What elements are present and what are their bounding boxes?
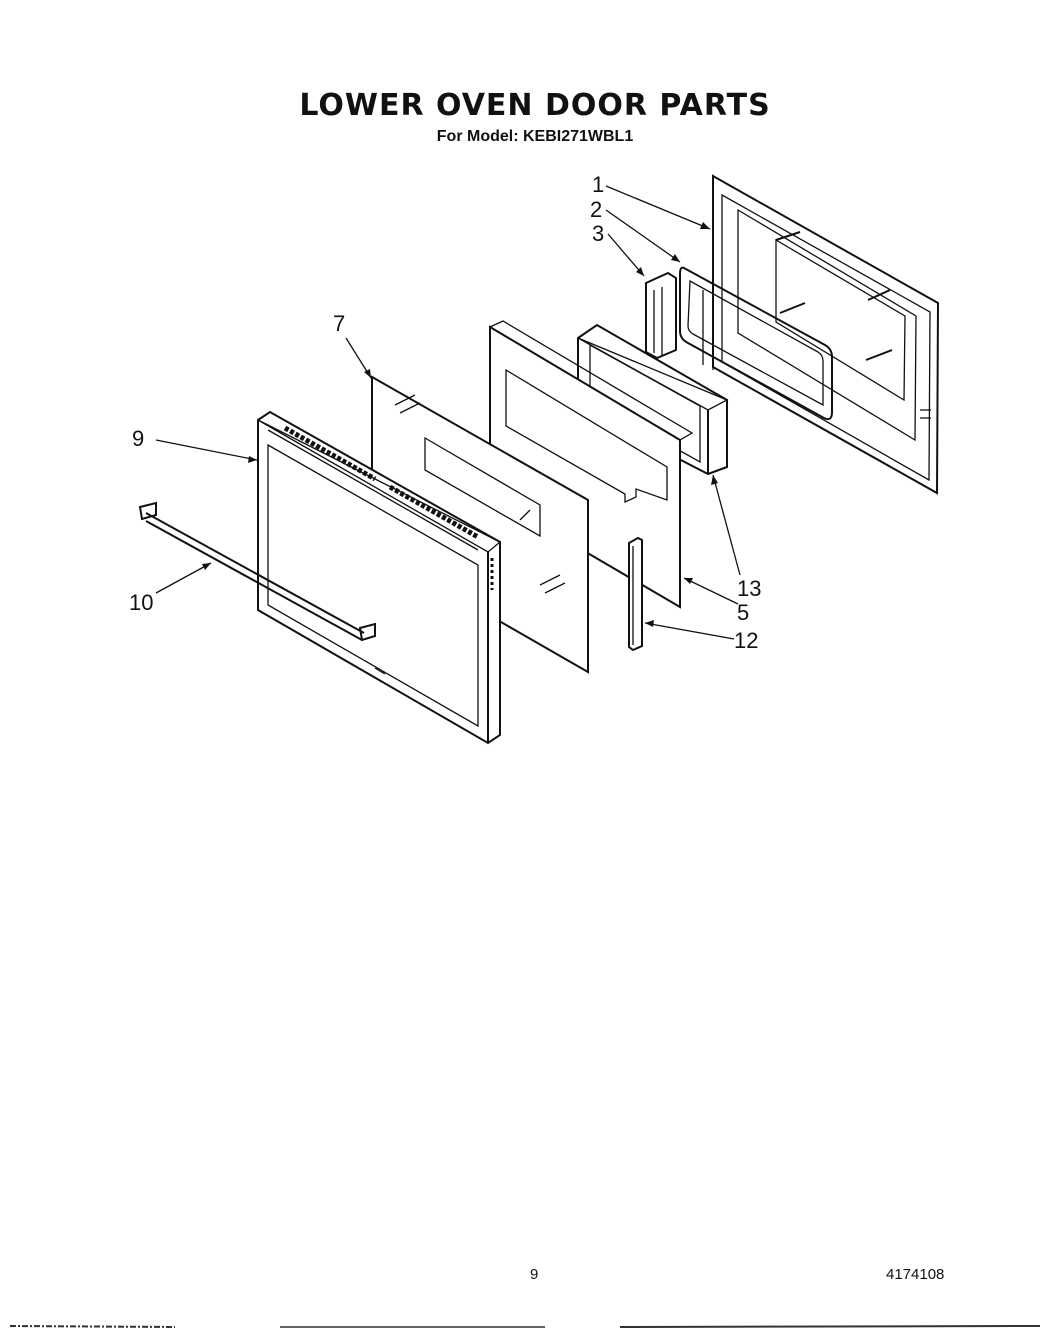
part-10-door-handle (138, 501, 376, 642)
part-2-door-gasket (679, 266, 833, 421)
callout-10: 10 (129, 590, 154, 615)
callout-9: 9 (132, 426, 145, 451)
callout-1: 1 (592, 172, 605, 197)
model-subtitle: For Model: KEBI271WBL1 (436, 128, 634, 145)
page-title: LOWER OVEN DOOR PARTS (299, 88, 771, 123)
part-5-inner-frame (488, 320, 694, 609)
callout-12: 12 (734, 628, 759, 653)
part-1-inner-door-liner (712, 174, 940, 495)
page-number: 9 (530, 1266, 539, 1283)
part-3-bracket (645, 271, 677, 360)
part-12-side-trim (628, 536, 643, 652)
callout-7: 7 (333, 311, 346, 336)
callout-13: 13 (737, 576, 762, 601)
document-number: 4174108 (886, 1266, 945, 1283)
callout-3: 3 (592, 221, 605, 246)
footer-rule (9, 1325, 1041, 1328)
part-9-outer-door-frame (257, 410, 502, 745)
callout-2: 2 (590, 197, 603, 222)
vent-slots (283, 425, 494, 590)
leader-lines (155, 185, 741, 640)
callout-5: 5 (737, 600, 750, 625)
